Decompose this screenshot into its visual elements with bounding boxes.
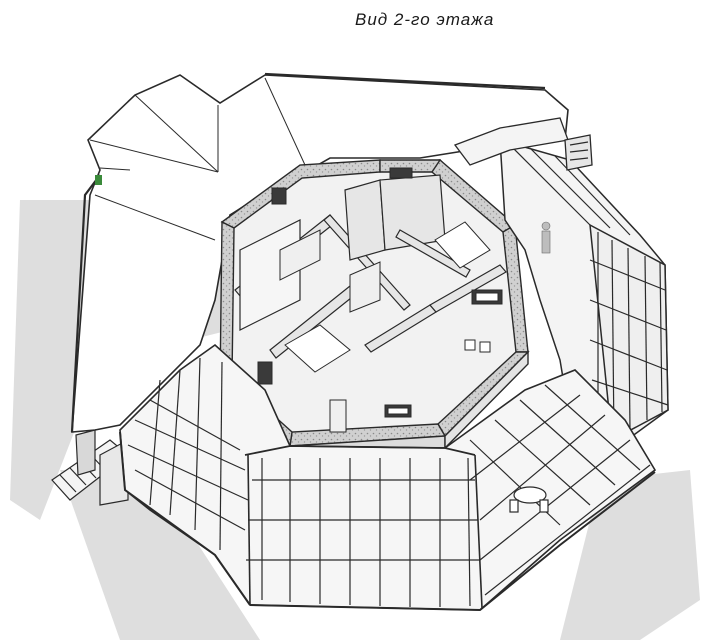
bed-left	[284, 324, 351, 373]
bed-right	[434, 221, 491, 269]
door-front	[329, 399, 347, 433]
bottom-glazing	[127, 357, 651, 609]
cabinet-1	[279, 229, 321, 281]
drawing-title: Вид 2-го этажа	[355, 10, 495, 29]
interior-partitions	[234, 174, 507, 359]
furniture	[257, 167, 503, 433]
round-table-icon	[509, 486, 549, 513]
plant-icon	[95, 175, 102, 185]
left-stair	[51, 429, 129, 506]
window-top	[389, 167, 413, 179]
window-top-left	[271, 187, 287, 205]
chair	[464, 339, 476, 351]
top-right-balcony	[453, 117, 593, 171]
roof-slab	[71, 74, 569, 433]
cabinet-2	[349, 261, 381, 313]
person-figure	[541, 221, 551, 254]
window-left	[257, 361, 273, 385]
bottom-base	[119, 431, 656, 612]
